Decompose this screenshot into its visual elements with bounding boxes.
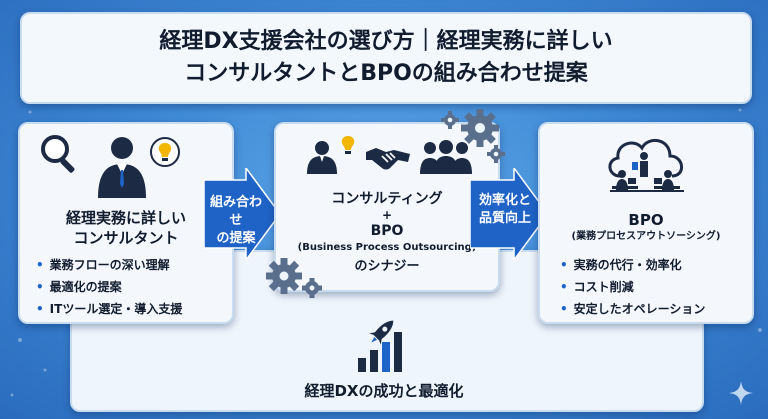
list-item: 安定したオペレーション — [560, 298, 706, 320]
footer-label: 経理DXの成功と最適化 — [304, 382, 464, 400]
bpo-card: BPO (業務プロセスアウトソーシング) 実務の代行・効率化 コスト削減 安定し… — [538, 122, 754, 324]
title-line-1: 経理DX支援会社の選び方｜経理実務に詳しい — [159, 29, 613, 54]
team-icon — [420, 140, 472, 174]
consultant-heading-2: コンサルタント — [73, 229, 179, 247]
rocket-growth-icon — [358, 320, 402, 372]
efficiency-arrow-line-1: 効率化と — [478, 193, 531, 208]
efficiency-arrow-line-2: 品質向上 — [478, 211, 531, 226]
list-item: 最適化の提案 — [36, 276, 182, 298]
synergy-line-1: コンサルティング — [331, 191, 443, 207]
synergy-line-3: (Business Process Outsourcing) — [297, 242, 477, 253]
cloud-office-icon — [608, 139, 684, 192]
combine-arrow-label: 組み合わせ の提案 — [204, 194, 268, 248]
list-item: ITツール選定・導入支援 — [36, 298, 183, 320]
efficiency-arrow — [470, 168, 548, 260]
bpo-subheading: (業務プロセスアウトソーシング) — [571, 231, 721, 242]
consultant-card: 経理実務に詳しい コンサルタント 業務フローの深い理解 最適化の提案 ITツール… — [18, 122, 234, 324]
title-banner: 経理DX支援会社の選び方｜経理実務に詳しい コンサルタントとBPOの組み合わせ提… — [20, 12, 752, 104]
title-line-2: コンサルタントとBPOの組み合わせ提案 — [184, 61, 588, 86]
list-item: コスト削減 — [560, 276, 705, 298]
consultant-icon — [307, 141, 337, 174]
combine-arrow-line-1: 組み合わせ — [209, 195, 262, 228]
bpo-bullet-list: 実務の代行・効率化 コスト削減 安定したオペレーション — [560, 254, 706, 320]
consultant-heading-1: 経理実務に詳しい — [65, 209, 186, 227]
gear-icon — [441, 109, 505, 163]
sparkle-icon — [729, 381, 753, 405]
combine-arrow-line-2: の提案 — [216, 231, 256, 246]
consultant-icon — [98, 137, 146, 198]
gear-icon — [266, 258, 322, 298]
bpo-heading: BPO — [628, 211, 664, 229]
list-item: 業務フローの深い理解 — [36, 254, 182, 276]
synergy-card: コンサルティング + BPO (Business Process Outsour… — [274, 122, 500, 292]
lightbulb-icon — [341, 136, 355, 154]
lightbulb-icon — [150, 137, 180, 167]
list-item: 実務の代行・効率化 — [560, 254, 705, 276]
handshake-icon — [366, 148, 410, 170]
combine-arrow — [204, 168, 280, 260]
consultant-bullet-list: 業務フローの深い理解 最適化の提案 ITツール選定・導入支援 — [36, 254, 183, 320]
synergy-plus: + — [381, 208, 393, 222]
efficiency-arrow-label: 効率化と 品質向上 — [472, 192, 538, 228]
synergy-line-4: のシナジー — [354, 259, 420, 274]
magnifier-icon — [41, 135, 75, 173]
synergy-line-2: BPO — [370, 223, 404, 239]
